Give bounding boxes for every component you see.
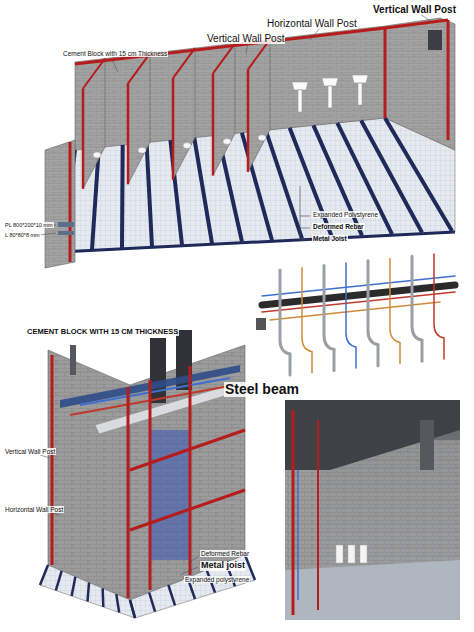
part-label: CEMENT BLOCK WITH 15 CM THICKNESS — [26, 328, 179, 336]
interior-render — [285, 400, 460, 620]
metal-joist — [147, 143, 152, 247]
part-label: L 80*80*8 mm — [4, 232, 41, 238]
part-label: Vertical Wall Post — [206, 33, 285, 44]
pipe — [324, 265, 334, 370]
part-label: Expanded Polystyrene — [312, 211, 379, 218]
part-label: Deformed Rebar — [312, 223, 365, 230]
part-label: Horizontal Wall Post — [4, 506, 64, 513]
wc-pan — [183, 143, 191, 149]
metal-joist — [88, 583, 90, 602]
pipe — [390, 259, 400, 364]
metal-joist — [72, 577, 76, 596]
metal-joist — [130, 600, 135, 618]
wc-pan — [93, 152, 101, 158]
wall-post — [127, 83, 130, 184]
wc-pan — [223, 138, 231, 144]
metal-joist — [168, 585, 175, 605]
wall-post — [82, 89, 85, 189]
metal-joist — [194, 138, 212, 244]
part-label: Vertical Wall Post — [4, 448, 56, 455]
pipe — [434, 254, 444, 359]
partition-wall — [128, 53, 150, 184]
piping-network — [256, 254, 455, 375]
toilet-block-model — [30, 14, 455, 268]
part-label: Metal Joist — [312, 235, 348, 242]
metal-joist — [101, 588, 104, 607]
metal-joist — [149, 593, 155, 612]
metal-joist — [116, 594, 119, 612]
pipe — [302, 268, 312, 373]
part-label: Horizontal Wall Post — [266, 18, 358, 29]
part-label: Expanded polystyrene — [184, 576, 250, 583]
part-label: Vertical Wall Post — [372, 4, 457, 15]
partition-wall — [213, 43, 235, 175]
metal-joist — [313, 125, 362, 235]
metal-joist — [40, 565, 48, 585]
partition-wall — [248, 39, 270, 172]
metal-joist — [290, 128, 332, 237]
metal-joist — [60, 232, 455, 252]
room-section — [40, 330, 255, 618]
pipe — [280, 270, 290, 375]
part-label: Cement Block with 15 cm Thickness — [62, 50, 168, 57]
wall-post — [212, 73, 215, 175]
partition-wall — [83, 59, 105, 189]
part-label: Deformed Rebar — [200, 550, 250, 557]
part-label: Steel beam — [224, 382, 300, 397]
pipe — [368, 261, 378, 366]
wc-pan — [138, 147, 146, 153]
metal-joist — [385, 118, 452, 231]
part-label: Metal joist — [200, 561, 246, 571]
wall-post — [172, 78, 175, 180]
pipe — [346, 263, 356, 368]
wc-pan — [258, 135, 266, 141]
partition-wall — [173, 48, 195, 180]
metal-joist — [56, 571, 62, 591]
pipe — [412, 256, 422, 361]
wall-post — [247, 69, 250, 172]
metal-joist — [120, 145, 125, 248]
metal-joist — [130, 600, 135, 618]
part-label: PL 800*200*10 mm — [4, 222, 54, 228]
